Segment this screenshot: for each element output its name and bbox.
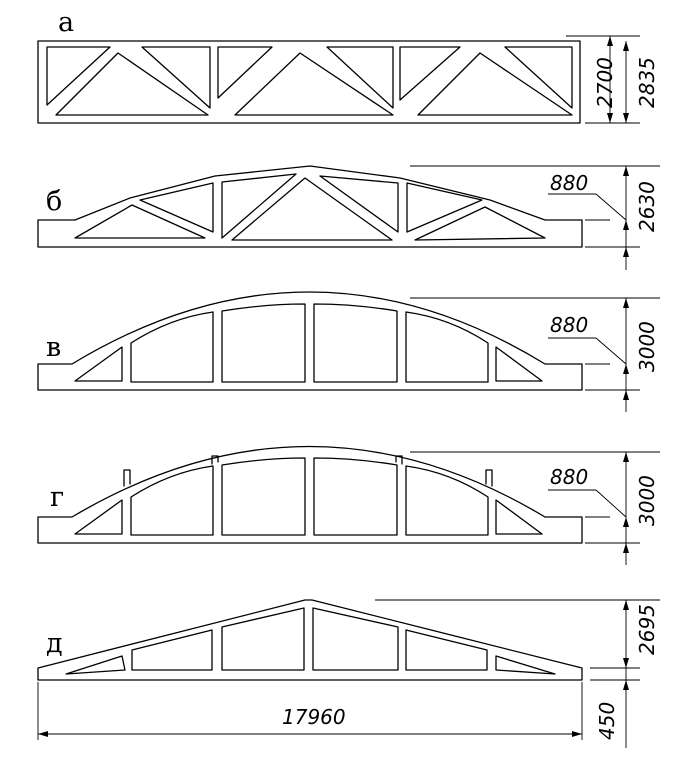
dim-overall-length: 17960 xyxy=(282,705,346,729)
truss-a: а 2700 2835 xyxy=(37,7,659,124)
label-v: в xyxy=(46,332,61,363)
dim-v-1: 880 xyxy=(550,313,588,337)
dim-v-2: 3000 xyxy=(635,321,659,372)
label-d: д xyxy=(46,628,63,659)
dim-a-1: 2700 xyxy=(593,57,617,108)
truss-b: б 880 2630 xyxy=(37,165,660,270)
dim-g-2: 3000 xyxy=(635,475,659,526)
dim-a-2: 2835 xyxy=(635,57,659,108)
truss-v: в 880 3000 xyxy=(37,291,660,412)
dim-d-1: 2695 xyxy=(635,604,659,655)
dim-g-1: 880 xyxy=(550,465,588,489)
label-g: г xyxy=(50,482,64,513)
label-a: а xyxy=(58,7,74,38)
dim-d-2: 450 xyxy=(595,702,619,740)
dim-b-1: 880 xyxy=(550,171,588,195)
truss-g: г 880 3000 xyxy=(37,445,660,565)
dim-b-2: 2630 xyxy=(635,181,659,232)
label-b: б xyxy=(46,186,62,217)
truss-d: д 2695 450 17960 xyxy=(37,599,660,748)
